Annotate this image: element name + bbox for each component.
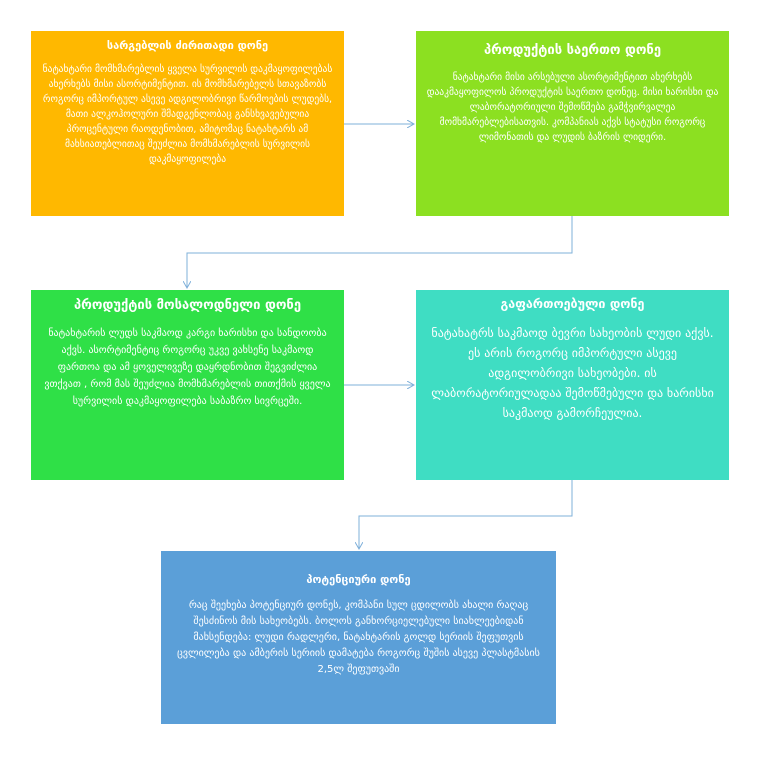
box-expected-product-level: პროდუქტის მოსალოდნელი დონე ნატახტარის ლუ… <box>31 290 344 480</box>
box-title: გაფართოებული დონე <box>500 296 645 311</box>
box-potential-level: პოტენციური დონე რაც შეეხება პოტენციურ დო… <box>161 551 556 724</box>
arrow-box2-to-box3 <box>187 216 573 288</box>
box-basic-benefit-level: სარგებლის ძირითადი დონე ნატახტარი მომხმა… <box>31 31 344 216</box>
box-text: ნატახატრს საკმაოდ ბევრი სახეობის ლუდი აქ… <box>431 326 714 420</box>
box-text: ნატახტარის ლუდს საკმაოდ კარგი ხარისხი და… <box>44 328 331 407</box>
box-general-product-level: პროდუქტის საერთო დონე ნატახტარი მისი არს… <box>416 31 729 216</box>
box-title: პროდუქტის საერთო დონე <box>483 43 662 58</box>
arrow-box4-to-box5 <box>359 480 573 549</box>
box-text: ნატახტარი მისი არსებული ასორტიმენტით ახე… <box>426 72 719 143</box>
box-text: ნატახტარი მომხმარებლის ყველა სურვილის და… <box>42 64 333 165</box>
box-title: პროდუქტის მოსალოდნელი დონე <box>73 298 302 313</box>
box-title: პოტენციური დონე <box>306 573 411 586</box>
box-title: სარგებლის ძირითადი დონე <box>106 39 269 52</box>
box-augmented-level: გაფართოებული დონე ნატახატრს საკმაოდ ბევრ… <box>416 290 729 480</box>
box-text: რაც შეეხება პოტენციურ დონეს, კომპანი სულ… <box>177 600 540 675</box>
